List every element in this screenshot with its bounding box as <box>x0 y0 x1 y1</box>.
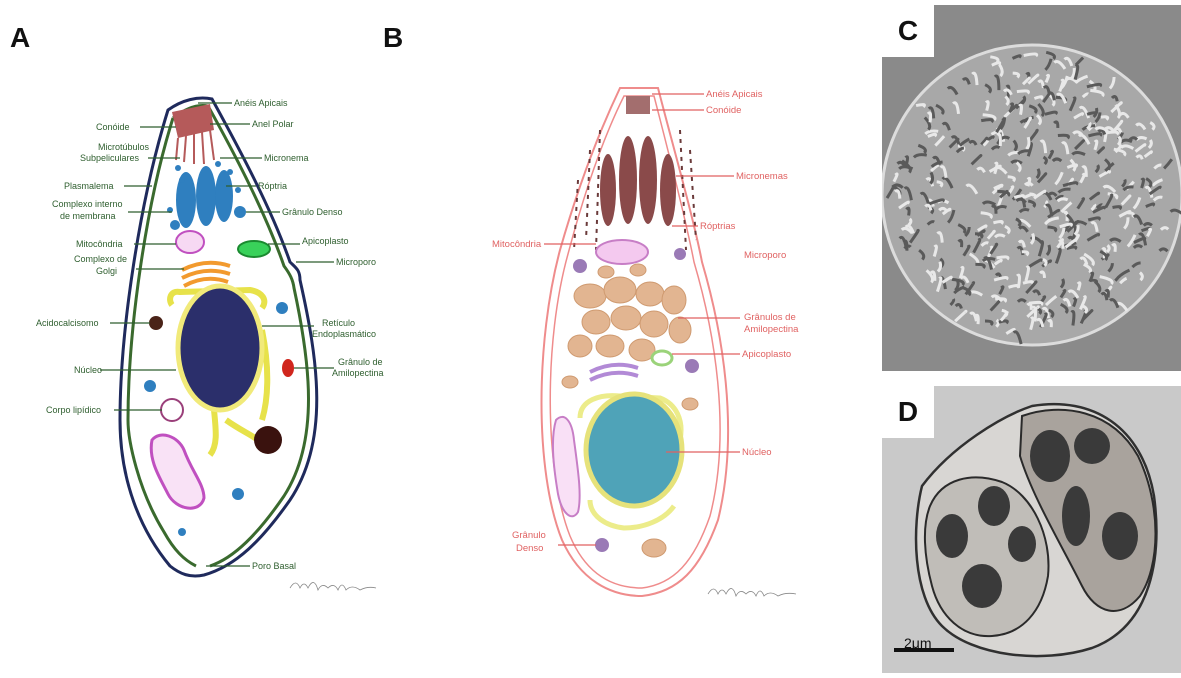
nucleus-b <box>586 394 682 506</box>
signature-a <box>290 582 376 590</box>
acidocalcisome-a <box>149 316 163 330</box>
nucleus-a <box>178 286 262 410</box>
mitochondrion-b <box>596 240 648 264</box>
label-a-golgi-1: Complexo de <box>74 254 127 264</box>
label-b-nucleo: Núcleo <box>742 447 772 458</box>
panel-d-tem: D 2μm <box>882 386 1181 673</box>
lipid-body-a <box>161 399 183 421</box>
label-b-aneis-apicais: Anéis Apicais <box>706 89 763 100</box>
label-a-anel-polar: Anel Polar <box>252 119 294 129</box>
label-b-micronemas: Micronemas <box>736 171 788 182</box>
label-b-mitocondria: Mitocôndria <box>492 239 542 250</box>
label-a-apicoplasto: Apicoplasto <box>302 236 349 246</box>
panel-c-letter: C <box>882 5 934 57</box>
label-b-microporo: Microporo <box>744 250 786 261</box>
label-a-corpo-lipidico: Corpo lipídico <box>46 405 101 415</box>
label-b-conoide: Conóide <box>706 105 741 116</box>
label-a-plasmalema: Plasmalema <box>64 181 114 191</box>
label-a-amilopectina-2: Amilopectina <box>332 368 384 378</box>
signature-b <box>708 588 796 596</box>
label-a-mitocondria: Mitocôndria <box>76 239 123 249</box>
apicoplast-a <box>238 241 270 257</box>
label-b-apicoplasto: Apicoplasto <box>742 349 791 360</box>
scale-bar-label: 2μm <box>904 635 932 651</box>
label-a-reticulo-1: Retículo <box>322 318 355 328</box>
dark-inclusion-a <box>254 426 282 454</box>
label-a-reticulo-2: Endoplasmático <box>312 329 376 339</box>
label-a-complexo-interno-2: de membrana <box>60 211 116 221</box>
label-a-microtubulos-1: Microtúbulos <box>98 142 150 152</box>
mitochondrion-a <box>176 231 204 253</box>
rhoptries-a <box>176 166 233 228</box>
label-a-micronema: Micronema <box>264 153 309 163</box>
sporozoite-stroke <box>1087 113 1096 115</box>
panel-a-diagram: Anéis Apicais Conóide Anel Polar Microtú… <box>0 0 440 675</box>
label-a-microporo: Microporo <box>336 257 376 267</box>
label-a-granulo-denso: Grânulo Denso <box>282 207 343 217</box>
panel-d-letter: D <box>882 386 934 438</box>
label-b-granulo-denso-2: Denso <box>516 543 543 554</box>
panel-c-image <box>882 5 1181 371</box>
dense-granule-a2 <box>170 220 180 230</box>
label-a-microtubulos-2: Subpeliculares <box>80 153 140 163</box>
label-b-roptrias: Róptrias <box>700 221 736 232</box>
sporozoite-stroke <box>1034 97 1042 99</box>
label-b-granulo-denso-1: Grânulo <box>512 530 546 541</box>
sporozoite-stroke <box>1078 283 1080 291</box>
amylopectin-granule-a <box>282 359 294 377</box>
label-a-amilopectina-1: Grânulo de <box>338 357 383 367</box>
label-a-nucleo: Núcleo <box>74 365 102 375</box>
label-b-amilopectina-1: Grânulos de <box>744 312 796 323</box>
label-a-conoide: Conóide <box>96 122 130 132</box>
panel-b-diagram: Anéis Apicais Conóide Micronemas Róptria… <box>440 0 882 675</box>
label-a-poro-basal: Poro Basal <box>252 561 296 571</box>
panel-c-micrograph: C <box>882 5 1181 371</box>
label-a-golgi-2: Golgi <box>96 266 117 276</box>
label-a-roptria: Róptria <box>258 181 287 191</box>
label-a-acidocalcisomo: Acidocalcisomo <box>36 318 99 328</box>
dense-granule-a <box>234 206 246 218</box>
conoid-b <box>626 96 650 114</box>
label-b-amilopectina-2: Amilopectina <box>744 324 799 335</box>
label-a-aneis-apicais: Anéis Apicais <box>234 98 288 108</box>
label-a-complexo-interno-1: Complexo interno <box>52 199 123 209</box>
